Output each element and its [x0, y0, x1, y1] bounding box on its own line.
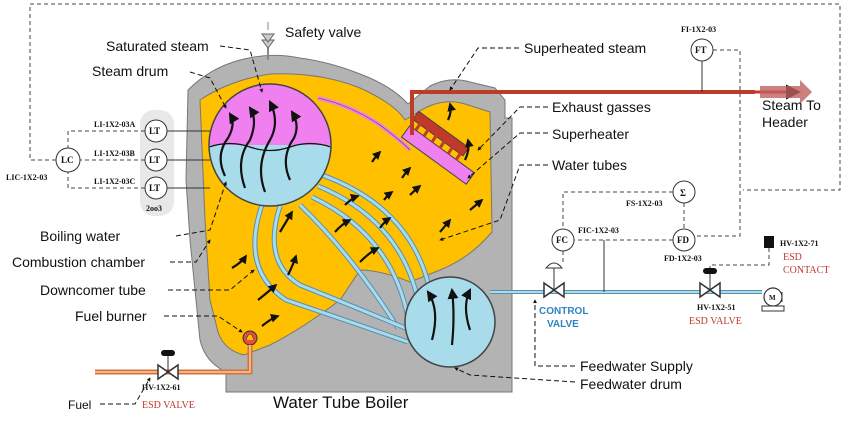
esd-valve-fuel[interactable] — [157, 350, 179, 381]
tag-li-a: LI-1X2-03A — [94, 120, 136, 129]
label-exhaust-gasses: Exhaust gasses — [552, 99, 651, 115]
control-valve-label-2: VALVE — [547, 319, 579, 330]
tag-hv61: HV-1X2-61 — [142, 383, 181, 392]
lt-a-symbol: LT — [149, 126, 160, 136]
fc-symbol: FC — [556, 235, 568, 245]
lt-c-symbol: LT — [149, 183, 160, 193]
safety-valve — [261, 22, 275, 60]
steam-out-arrow — [760, 80, 812, 104]
tag-fd: FD-1X2-03 — [664, 254, 702, 263]
superheated-steam-pipe — [410, 90, 755, 135]
downcomer-tubes — [252, 204, 411, 345]
label-downcomer-tube: Downcomer tube — [40, 282, 146, 298]
level-transmitters — [29, 3, 841, 216]
lt-b-symbol: LT — [149, 155, 160, 165]
flow-instruments — [551, 38, 741, 292]
tag-fs: FS-1X2-03 — [626, 199, 662, 208]
esd-valve-feedwater-label: ESD VALVE — [689, 316, 742, 327]
label-feedwater-drum: Feedwater drum — [580, 376, 682, 392]
tag-fi: FI-1X2-03 — [681, 25, 716, 34]
label-header: Header — [762, 114, 808, 130]
tag-li-c: LI-1X2-03C — [94, 177, 136, 186]
esd-contact-label-2: CONTACT — [783, 265, 829, 276]
label-water-tubes: Water tubes — [552, 157, 627, 173]
label-fuel-burner: Fuel burner — [75, 308, 147, 324]
motor-symbol: M — [769, 294, 776, 302]
steam-drum — [208, 83, 332, 207]
label-superheated-steam: Superheated steam — [524, 40, 646, 56]
control-valve[interactable] — [543, 262, 565, 299]
label-fuel: Fuel — [68, 398, 91, 412]
label-saturated-steam: Saturated steam — [106, 38, 209, 54]
superheater — [317, 96, 476, 185]
esd-valve-fuel-label: ESD VALVE — [142, 400, 195, 411]
label-combustion-chamber: Combustion chamber — [12, 254, 145, 270]
feedwater-drum — [404, 276, 496, 368]
diagram-title: Water Tube Boiler — [273, 393, 409, 412]
tag-hv51: HV-1X2-51 — [697, 303, 736, 312]
esd-valve-feedwater[interactable] — [699, 268, 721, 299]
ft-symbol: FT — [695, 45, 707, 55]
label-steam-drum: Steam drum — [92, 63, 168, 79]
esd-contact-label-1: ESD — [783, 252, 802, 263]
tag-li-b: LI-1X2-03B — [94, 149, 136, 158]
water-tubes — [298, 172, 435, 330]
tag-vote: 2oo3 — [146, 204, 162, 213]
leader-lines — [100, 45, 576, 405]
label-superheater: Superheater — [552, 126, 629, 142]
esd-contact-box — [764, 236, 774, 248]
flame-arrows — [231, 102, 484, 327]
tag-fic: FIC-1X2-03 — [578, 226, 619, 235]
fuel-burner — [242, 330, 258, 346]
label-safety-valve: Safety valve — [285, 24, 361, 40]
label-steam-to: Steam To — [762, 97, 821, 113]
label-boiling-water: Boiling water — [40, 228, 120, 244]
fd-symbol: FD — [677, 235, 689, 245]
pump — [761, 287, 785, 312]
lc-symbol: LC — [61, 155, 74, 165]
tag-hv71: HV-1X2-71 — [780, 239, 819, 248]
tag-lic: LIC-1X2-03 — [6, 173, 47, 182]
control-valve-label-1: CONTROL — [539, 306, 588, 317]
sigma-symbol: Σ — [680, 188, 686, 198]
label-feedwater-supply: Feedwater Supply — [580, 358, 693, 374]
